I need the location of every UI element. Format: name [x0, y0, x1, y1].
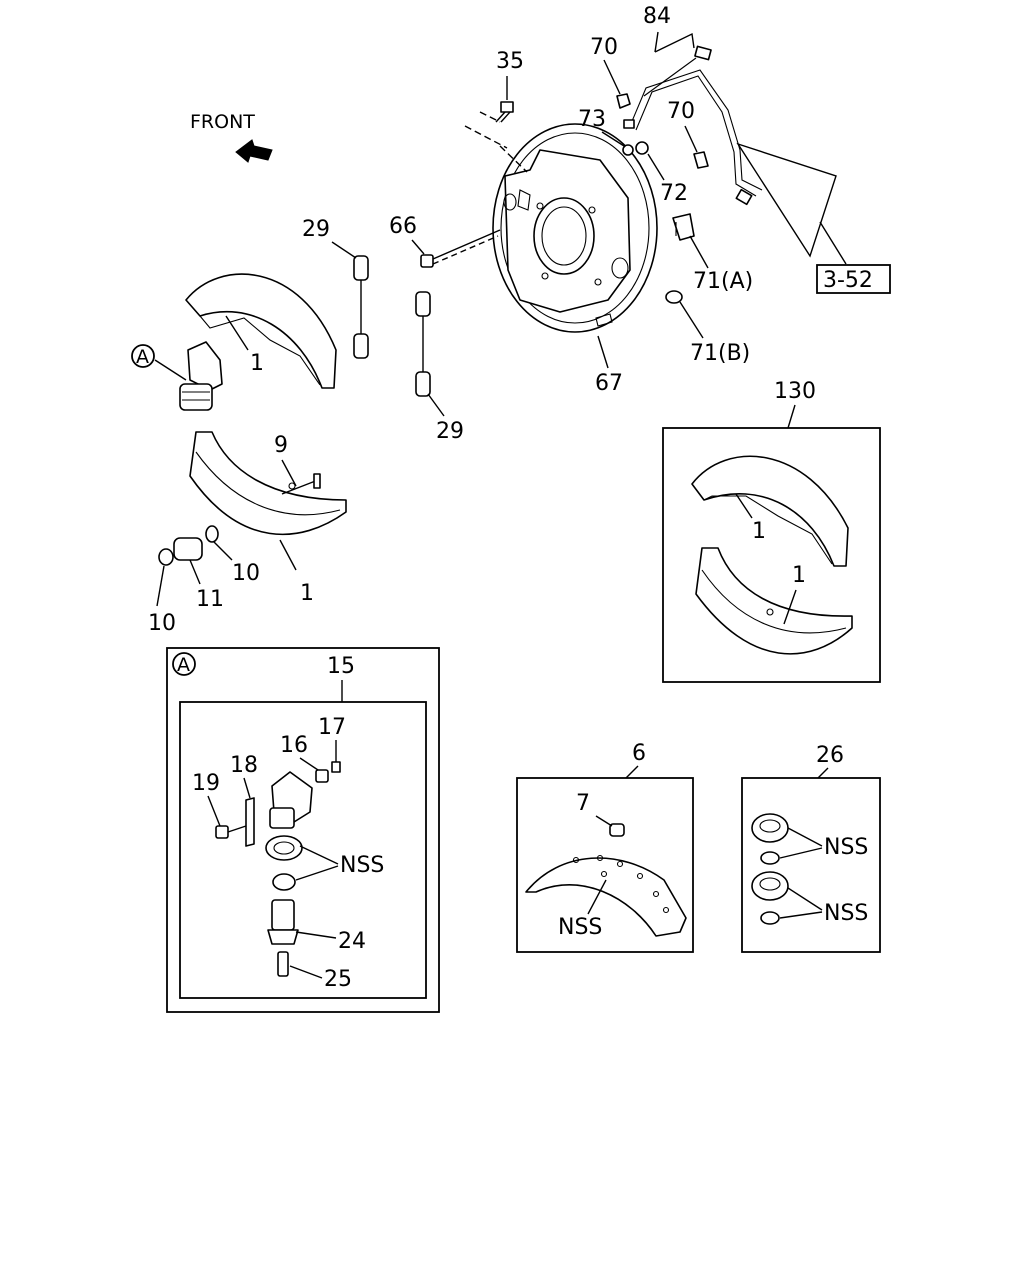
- label-29-upper: 29: [302, 217, 330, 242]
- kit-shoe-lower: [695, 547, 853, 655]
- brake-shoe-upper: [185, 273, 337, 389]
- label-70-upper: 70: [590, 35, 618, 60]
- kit-shoe-upper: [691, 455, 849, 567]
- label-67: 67: [595, 371, 623, 396]
- seal-kit-box: [741, 777, 881, 953]
- detail-a-outer-box: [166, 647, 440, 1013]
- front-label: FRONT: [190, 111, 255, 133]
- label-71a: 71(A): [693, 269, 753, 294]
- seal-upper: [265, 835, 303, 861]
- label-25: 25: [324, 967, 352, 992]
- bracket-71a: [672, 213, 695, 241]
- plug-71b: [665, 290, 683, 304]
- washer-73: [622, 144, 634, 156]
- label-66: 66: [389, 214, 417, 239]
- label-7: 7: [576, 791, 590, 816]
- front-arrow-icon: [235, 139, 273, 163]
- clip-70-lower: [693, 151, 709, 169]
- label-16: 16: [280, 733, 308, 758]
- label-130: 130: [774, 379, 816, 404]
- detail-a-label: A: [177, 654, 190, 676]
- label-72: 72: [660, 181, 688, 206]
- label-15: 15: [327, 654, 355, 679]
- ring-seal-lower: [760, 911, 780, 925]
- label-73: 73: [578, 107, 606, 132]
- label-9: 9: [274, 433, 288, 458]
- spring-29-upper: [353, 255, 369, 359]
- callout-a-label: A: [136, 346, 149, 368]
- label-1-lower: 1: [300, 581, 314, 606]
- screw-25: [277, 951, 289, 977]
- label-nss-seal-upper: NSS: [824, 835, 868, 860]
- seal-lower: [272, 873, 296, 891]
- backing-plate: [492, 123, 658, 333]
- reference-label: 3-52: [823, 268, 873, 293]
- label-19: 19: [192, 771, 220, 796]
- rivet-7: [609, 823, 625, 837]
- spring-11: [173, 537, 203, 561]
- label-70-lower: 70: [667, 99, 695, 124]
- plate-18: [245, 797, 255, 847]
- lining-box: [516, 777, 694, 953]
- label-84: 84: [643, 4, 671, 29]
- label-nss-lining: NSS: [558, 915, 602, 940]
- washer-10-left: [158, 548, 174, 566]
- bolt-35: [495, 101, 514, 123]
- callout-a[interactable]: A: [131, 344, 155, 368]
- brake-shoe-lower: [189, 431, 347, 536]
- label-18: 18: [230, 753, 258, 778]
- label-10-right: 10: [232, 561, 260, 586]
- detail-a-inner-box: [179, 701, 427, 999]
- label-1-upper: 1: [250, 351, 264, 376]
- label-24: 24: [338, 929, 366, 954]
- label-17: 17: [318, 715, 346, 740]
- label-nss-seal-lower: NSS: [824, 901, 868, 926]
- spring-29-lower: [415, 291, 431, 397]
- label-26: 26: [816, 743, 844, 768]
- washer-10-right: [205, 525, 219, 543]
- label-1-kit-upper: 1: [752, 519, 766, 544]
- nut-72: [623, 119, 649, 155]
- label-11: 11: [196, 587, 224, 612]
- label-71b: 71(B): [690, 341, 750, 366]
- pin-9: [281, 473, 321, 495]
- cup-seal-lower: [751, 871, 789, 901]
- adjuster-screw-24: [267, 899, 299, 945]
- shoe-kit-box: [662, 427, 881, 683]
- pin-17: [331, 761, 341, 773]
- brake-pipe-84: [629, 45, 763, 206]
- label-10-left: 10: [148, 611, 176, 636]
- label-35: 35: [496, 49, 524, 74]
- clip-70-upper: [616, 93, 631, 109]
- adjuster-body: [269, 771, 313, 829]
- ring-seal-upper: [760, 851, 780, 865]
- label-1-kit-lower: 1: [792, 563, 806, 588]
- label-nss-detail: NSS: [340, 853, 384, 878]
- brake-lining: [525, 854, 687, 937]
- detail-a-callout: A: [172, 652, 196, 676]
- reference-box[interactable]: 3-52: [816, 264, 891, 294]
- adjuster-assembly: [179, 341, 223, 411]
- bolt-19: [215, 825, 247, 839]
- label-29-lower: 29: [436, 419, 464, 444]
- label-6: 6: [632, 741, 646, 766]
- bolt-66: [420, 229, 501, 268]
- cup-seal-upper: [751, 813, 789, 843]
- bolt-16: [315, 769, 329, 783]
